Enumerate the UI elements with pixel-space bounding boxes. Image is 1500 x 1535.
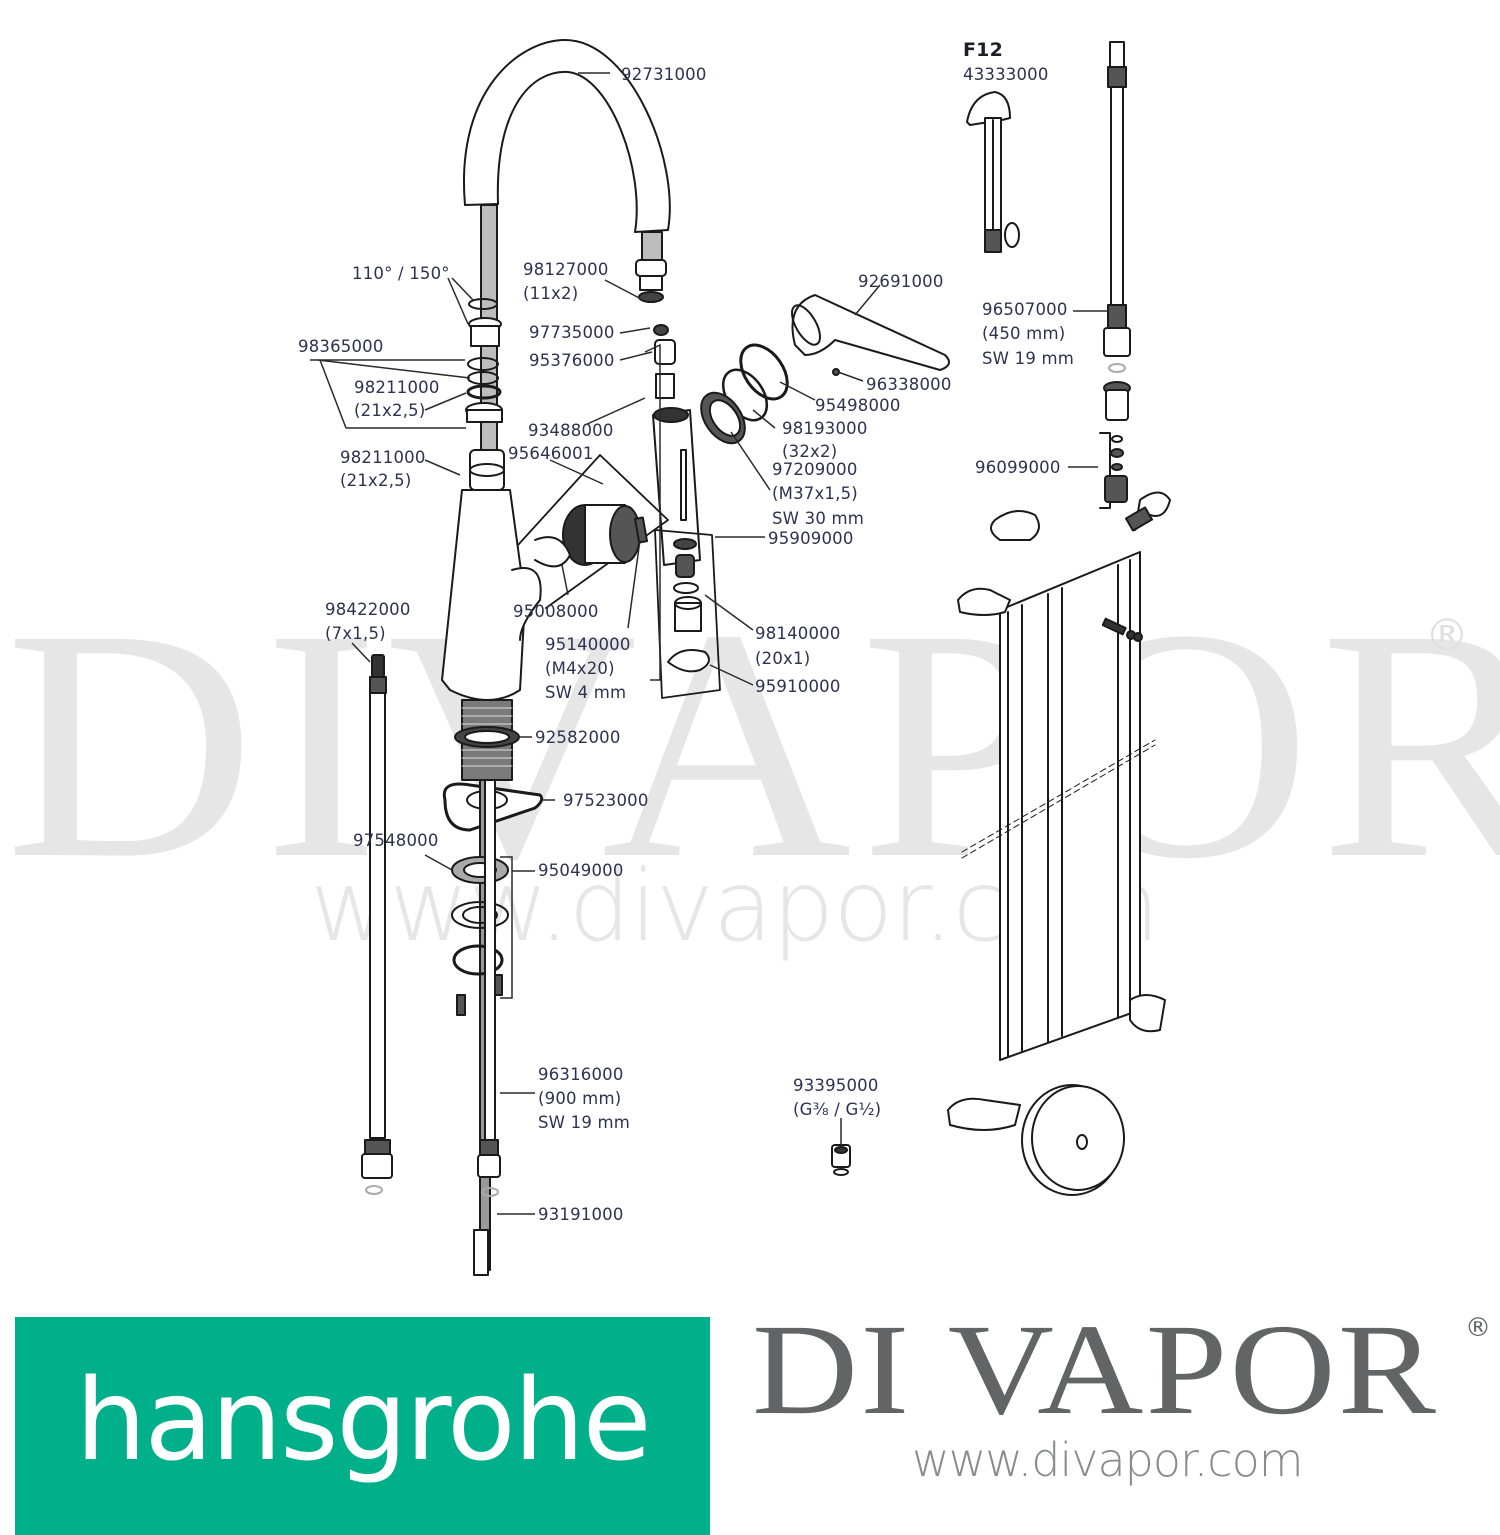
- label-98211000-b: 98211000: [340, 448, 426, 467]
- label-95140000: 95140000: [545, 635, 631, 654]
- label-96507000: 96507000: [982, 300, 1068, 319]
- label-97209000-extra: SW 30 mm: [772, 509, 865, 528]
- label-93488000: 93488000: [528, 421, 614, 440]
- label-97523000: 97523000: [563, 791, 649, 810]
- label-98127000-note: (11x2): [523, 284, 579, 303]
- label-97209000: 97209000: [772, 460, 858, 479]
- label-95498000: 95498000: [815, 396, 901, 415]
- wall-clamp-icon: [1124, 491, 1171, 532]
- f12-tool-icon: [966, 91, 1020, 253]
- label-98211000-a: 98211000: [354, 378, 440, 397]
- label-spout: 92731000: [621, 65, 707, 84]
- label-98365000: 98365000: [298, 337, 384, 356]
- watermark-registered-mark: ®: [1425, 610, 1469, 661]
- label-handle: 92691000: [858, 272, 944, 291]
- label-95910000: 95910000: [755, 677, 841, 696]
- divapor-url: www.divapor.com: [912, 1433, 1304, 1487]
- spout-icon: [462, 39, 671, 233]
- divapor-logo: DI VAPOR ® www.divapor.com: [752, 1305, 1492, 1495]
- label-98140000-note: (20x1): [755, 649, 811, 668]
- label-95140000-note: (M4x20): [545, 659, 615, 678]
- label-cartridge: 95646001: [508, 444, 594, 463]
- hansgrohe-logo: hansgrohe: [15, 1317, 710, 1535]
- label-98127000: 98127000: [523, 260, 609, 279]
- cartridge-icon: [562, 504, 641, 566]
- label-95008000: 95008000: [513, 602, 599, 621]
- label-98211000-b-note: (21x2,5): [340, 471, 412, 490]
- label-98211000-a-note: (21x2,5): [354, 401, 426, 420]
- label-98422000-note: (7x1,5): [325, 624, 386, 643]
- handle-icon: [791, 294, 950, 371]
- watermark-brand: DIVAPOR: [5, 562, 1500, 927]
- label-96316000: 96316000: [538, 1065, 624, 1084]
- label-f12-code: 43333000: [963, 65, 1049, 84]
- label-93395000: 93395000: [793, 1076, 879, 1095]
- label-97735000: 97735000: [529, 323, 615, 342]
- label-95376000: 95376000: [529, 351, 615, 370]
- label-96338000: 96338000: [866, 375, 952, 394]
- label-96316000-note: (900 mm): [538, 1089, 622, 1108]
- divapor-registered-mark: ®: [1465, 1313, 1491, 1343]
- label-96316000-extra: SW 19 mm: [538, 1113, 631, 1132]
- label-98193000-note: (32x2): [782, 442, 838, 461]
- label-95049000: 95049000: [538, 861, 624, 880]
- label-98140000: 98140000: [755, 624, 841, 643]
- label-95140000-extra: SW 4 mm: [545, 683, 627, 702]
- label-95909000: 95909000: [768, 529, 854, 548]
- label-93395000-note: (G⅜ / G½): [793, 1100, 882, 1119]
- divapor-logo-text: DI VAPOR: [752, 1298, 1439, 1442]
- label-98422000: 98422000: [325, 600, 411, 619]
- label-set-f12: F12: [963, 39, 1004, 61]
- label-92582000: 92582000: [535, 728, 621, 747]
- label-96507000-note: (450 mm): [982, 324, 1066, 343]
- hansgrohe-logo-text: hansgrohe: [75, 1356, 651, 1486]
- exploded-view-drawing: [310, 39, 1171, 1276]
- label-96099000: 96099000: [975, 458, 1061, 477]
- label-93191000: 93191000: [538, 1205, 624, 1224]
- mounting-rail-icon: [961, 551, 1156, 1061]
- label-angle: 110° / 150°: [352, 264, 450, 283]
- parts-diagram-canvas: DIVAPOR ® www.divapor.com: [5, 39, 1500, 1535]
- label-97548000: 97548000: [353, 831, 439, 850]
- label-98193000: 98193000: [782, 419, 868, 438]
- label-97209000-note: (M37x1,5): [772, 484, 858, 503]
- label-96507000-extra: SW 19 mm: [982, 349, 1075, 368]
